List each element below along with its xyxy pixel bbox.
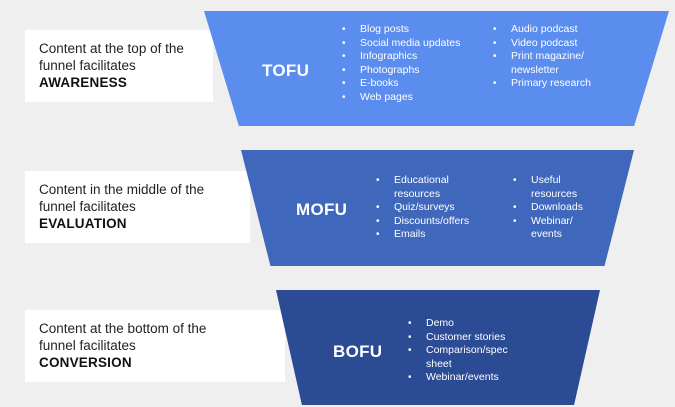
list-item: Blog posts bbox=[340, 23, 500, 37]
bofu-description-line-1: Content at the bottom of the bbox=[39, 321, 207, 336]
list-item: Audio podcast bbox=[491, 23, 631, 37]
mofu-description-line-1: Content in the middle of the bbox=[39, 182, 205, 197]
tofu-description-line-1: Content at the top of the bbox=[39, 41, 184, 56]
mofu-description-line-2: funnel facilitates bbox=[39, 199, 136, 214]
mofu-label: MOFU bbox=[296, 200, 348, 219]
list-item: Infographics bbox=[340, 50, 500, 64]
list-item: Useful resources bbox=[511, 174, 581, 201]
bofu-funnel-stage: BOFU Demo Customer stories Comparison/sp… bbox=[276, 290, 600, 405]
list-item: Print magazine/ newsletter bbox=[491, 50, 611, 77]
tofu-label: TOFU bbox=[262, 61, 310, 80]
tofu-funnel-stage: TOFU Blog posts Social media updates Inf… bbox=[204, 11, 669, 126]
tofu-content-list-1: Blog posts Social media updates Infograp… bbox=[340, 23, 500, 104]
list-item: Quiz/surveys bbox=[374, 201, 514, 215]
tofu-description-line-2: funnel facilitates bbox=[39, 58, 136, 73]
list-item: Social media updates bbox=[340, 37, 500, 51]
list-item: Video podcast bbox=[491, 37, 631, 51]
bofu-description-box: Content at the bottom of the funnel faci… bbox=[25, 310, 285, 382]
list-item: Webinar/ events bbox=[511, 215, 581, 242]
bofu-content-list: Demo Customer stories Comparison/spec sh… bbox=[406, 317, 566, 385]
list-item: Customer stories bbox=[406, 331, 566, 345]
mofu-funnel-stage: MOFU Educational resources Quiz/surveys … bbox=[241, 150, 634, 266]
list-item: Emails bbox=[374, 228, 514, 242]
list-item: Primary research bbox=[491, 77, 631, 91]
mofu-content-list-2: Useful resources Downloads Webinar/ even… bbox=[511, 174, 621, 242]
bofu-label: BOFU bbox=[333, 342, 383, 361]
list-item: Web pages bbox=[340, 91, 500, 105]
list-item: Discounts/offers bbox=[374, 215, 514, 229]
list-item: Demo bbox=[406, 317, 566, 331]
bofu-keyword: CONVERSION bbox=[39, 355, 132, 370]
bofu-description-line-2: funnel facilitates bbox=[39, 338, 136, 353]
tofu-description-box: Content at the top of the funnel facilit… bbox=[25, 30, 213, 102]
list-item: Downloads bbox=[511, 201, 621, 215]
mofu-keyword: EVALUATION bbox=[39, 216, 127, 231]
tofu-content-list-2: Audio podcast Video podcast Print magazi… bbox=[491, 23, 631, 91]
list-item: E-books bbox=[340, 77, 500, 91]
list-item: Photographs bbox=[340, 64, 500, 78]
tofu-keyword: AWARENESS bbox=[39, 75, 128, 90]
list-item: Educational resources bbox=[374, 174, 469, 201]
list-item: Webinar/events bbox=[406, 371, 566, 385]
mofu-description-box: Content in the middle of the funnel faci… bbox=[25, 171, 250, 243]
mofu-content-list-1: Educational resources Quiz/surveys Disco… bbox=[374, 174, 514, 242]
list-item: Comparison/spec sheet bbox=[406, 344, 526, 371]
